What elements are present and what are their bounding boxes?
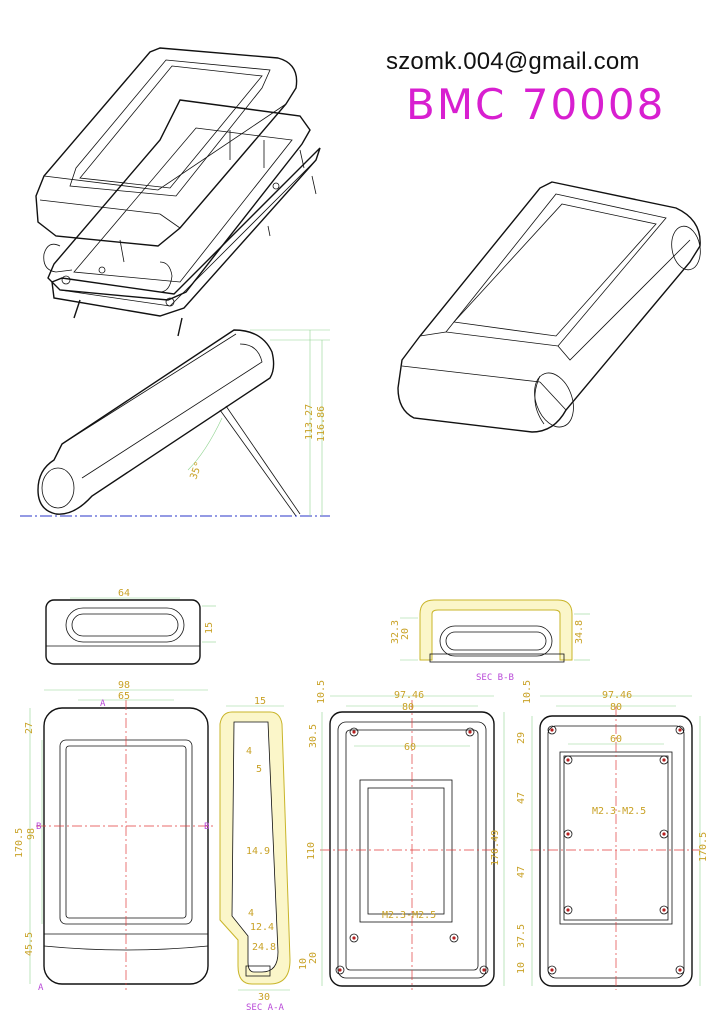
front-width-outer: 98	[118, 680, 130, 691]
model-number: BMC 70008	[406, 80, 666, 129]
side-height-1: 113.27	[304, 404, 315, 440]
iv1-h-b1: 20	[308, 952, 319, 964]
front-view: 98 65 A A B B 27 170.5 98 45.5	[14, 680, 216, 993]
iv2-h3: 47	[516, 866, 527, 878]
marker-b-left: B	[36, 822, 41, 832]
marker-b-right: B	[204, 822, 209, 832]
aa-width-bottom: 30	[258, 992, 270, 1003]
iv2-screw: M2.3-M2.5	[592, 806, 646, 817]
front-h-top: 27	[24, 722, 35, 734]
iv2-width-inner: 80	[610, 702, 622, 713]
iv1-h-b2: 10	[298, 958, 309, 970]
end-view: 64 15	[45, 588, 216, 665]
exploded-view	[35, 47, 321, 337]
aa-d3: 14.9	[246, 846, 270, 857]
front-h-total: 170.5	[14, 828, 25, 858]
marker-a-top: A	[100, 699, 106, 709]
aa-d5: 12.4	[250, 922, 274, 933]
front-h-mid: 98	[26, 828, 37, 840]
end-height: 15	[204, 622, 215, 634]
iv1-screw: M2.3-M2.5	[382, 910, 436, 921]
iv1-width-outer: 97.46	[394, 690, 424, 701]
aa-label: SEC A-A	[246, 1003, 285, 1013]
iv2-top-offset: 10.5	[522, 680, 533, 704]
iv2-h1: 29	[516, 732, 527, 744]
iv2-width-outer: 97.46	[602, 690, 632, 701]
iv1-h-total: 170.49	[490, 830, 501, 866]
iv1-h-mid: 110	[306, 842, 317, 860]
section-aa: 15 4 5 14.9 4 12.4 24.8 30 SEC A-A	[219, 696, 291, 1013]
iv1-h-top: 30.5	[308, 724, 319, 748]
front-h-bottom: 45.5	[24, 932, 35, 956]
section-bb: 32.3 20 34.8 SEC B-B	[390, 599, 590, 683]
aa-d4: 4	[248, 908, 254, 919]
iv2-hole-span: 60	[610, 734, 622, 745]
iv1-top-offset: 10.5	[316, 680, 327, 704]
aa-d2: 5	[256, 764, 262, 775]
bb-h1: 32.3	[390, 620, 401, 644]
inner-view-1: 10.5 97.46 80 60 30.5 110 170.49 20 10 M…	[298, 680, 505, 990]
aa-d1: 4	[246, 746, 252, 757]
side-height-2: 116.86	[316, 406, 327, 442]
iv2-h-total: 170.5	[698, 832, 709, 862]
iv2-h2: 47	[516, 792, 527, 804]
stand-angle: 35°	[188, 460, 205, 481]
bb-h2: 20	[400, 628, 411, 640]
bb-h3: 34.8	[574, 620, 585, 644]
front-width-inner: 65	[118, 691, 130, 702]
iv1-width-inner: 80	[402, 702, 414, 713]
end-width: 64	[118, 588, 130, 599]
side-view: 113.27 116.86 35°	[20, 329, 330, 517]
bb-label: SEC B-B	[476, 673, 514, 683]
iv2-h5: 10	[516, 962, 527, 974]
iv2-h4: 37.5	[516, 924, 527, 948]
marker-a-bottom: A	[38, 983, 44, 993]
inner-view-2: 10.5 97.46 80 60 29 47 47 37.5 10 170.5 …	[516, 680, 709, 990]
contact-email: szomk.004@gmail.com	[386, 48, 640, 75]
aa-width-top: 15	[254, 696, 266, 707]
iv1-hole-span: 60	[404, 742, 416, 753]
assembled-view	[397, 181, 701, 433]
aa-d6: 24.8	[252, 942, 276, 953]
